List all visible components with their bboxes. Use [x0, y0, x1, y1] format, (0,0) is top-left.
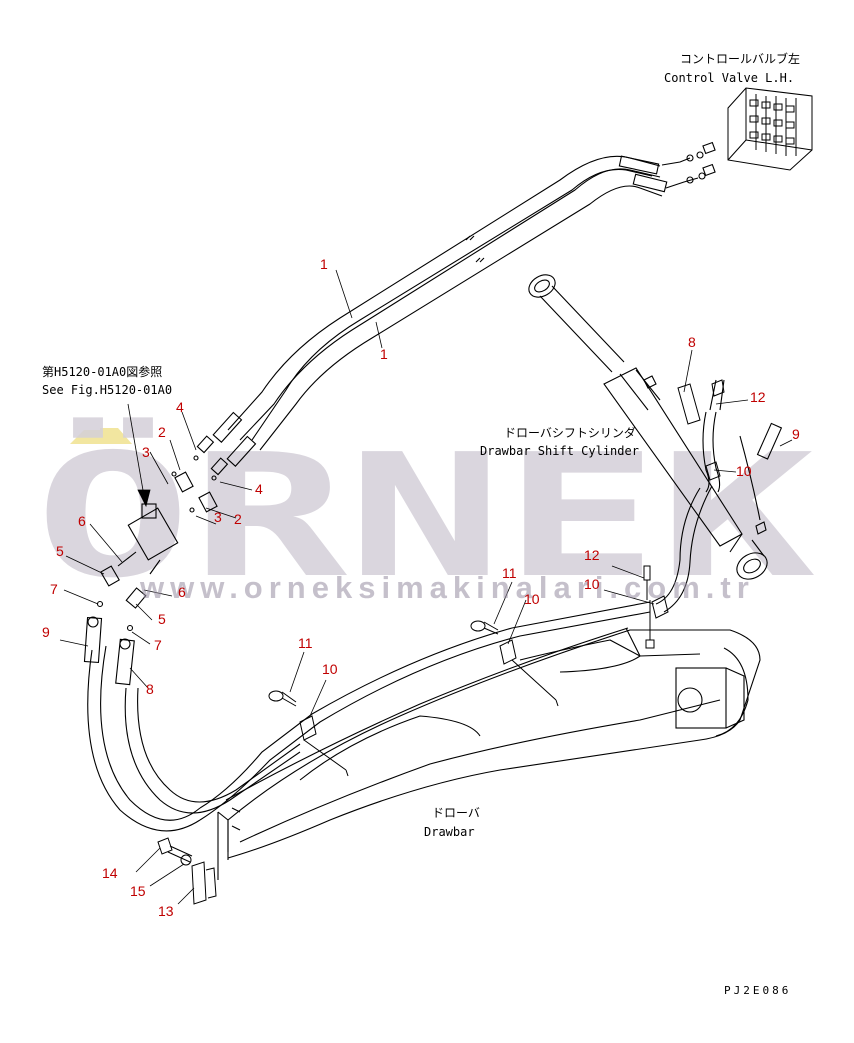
- callout-2: 2: [234, 511, 242, 527]
- callout-6: 6: [78, 513, 86, 529]
- control-valve-label-en: Control Valve L.H.: [664, 71, 795, 85]
- shift-cylinder: [528, 274, 768, 580]
- callout-5: 5: [158, 611, 166, 627]
- callout-1: 1: [380, 346, 388, 362]
- control-valve: [727, 87, 813, 171]
- clamps-bolts: [157, 379, 725, 905]
- callout-10: 10: [322, 661, 338, 677]
- callout-11: 11: [502, 565, 517, 581]
- callout-2: 2: [158, 424, 166, 440]
- drawbar-label-en: Drawbar: [424, 825, 475, 839]
- callout-5: 5: [56, 543, 64, 559]
- callout-12: 12: [750, 389, 766, 405]
- drawbar-label-jp: ドローバ: [432, 806, 480, 820]
- callout-4: 4: [255, 481, 263, 497]
- callout-10: 10: [736, 463, 752, 479]
- drawbar: [217, 627, 761, 880]
- hose-lines: [83, 141, 783, 832]
- callout-13: 13: [158, 903, 174, 919]
- callout-11: 11: [298, 635, 313, 651]
- callout-4: 4: [176, 399, 184, 415]
- watermark-brand: ÖRNEK: [35, 417, 815, 616]
- callout-14: 14: [102, 865, 118, 881]
- see-fig-label-en: See Fig.H5120-01A0: [42, 383, 173, 397]
- callout-6: 6: [178, 584, 186, 600]
- watermark-url: www.orneksimakinalari.com.tr: [140, 570, 755, 605]
- see-fig-label-jp: 第H5120-01A0図参照: [42, 365, 163, 379]
- cylinder-label-jp: ドローバシフトシリンダ: [504, 426, 636, 440]
- control-valve-label-jp: コントロールバルブ左: [680, 52, 801, 66]
- callout-9: 9: [792, 426, 800, 442]
- callout-15: 15: [130, 883, 146, 899]
- callout-9: 9: [42, 624, 50, 640]
- callout-3: 3: [214, 509, 222, 525]
- callout-1: 1: [320, 256, 328, 272]
- callout-8: 8: [688, 334, 696, 350]
- callout-3: 3: [142, 444, 150, 460]
- callout-8: 8: [146, 681, 154, 697]
- callout-7: 7: [50, 581, 58, 597]
- leader-lines: [59, 269, 793, 905]
- cylinder-label-en: Drawbar Shift Cylinder: [480, 444, 639, 458]
- callout-12: 12: [584, 547, 600, 563]
- watermark-logo: ÖRNEK: [35, 417, 815, 616]
- callout-7: 7: [154, 637, 162, 653]
- callout-10: 10: [524, 591, 540, 607]
- callout-10: 10: [584, 576, 600, 592]
- drawing-code: PJ2E086: [724, 984, 792, 997]
